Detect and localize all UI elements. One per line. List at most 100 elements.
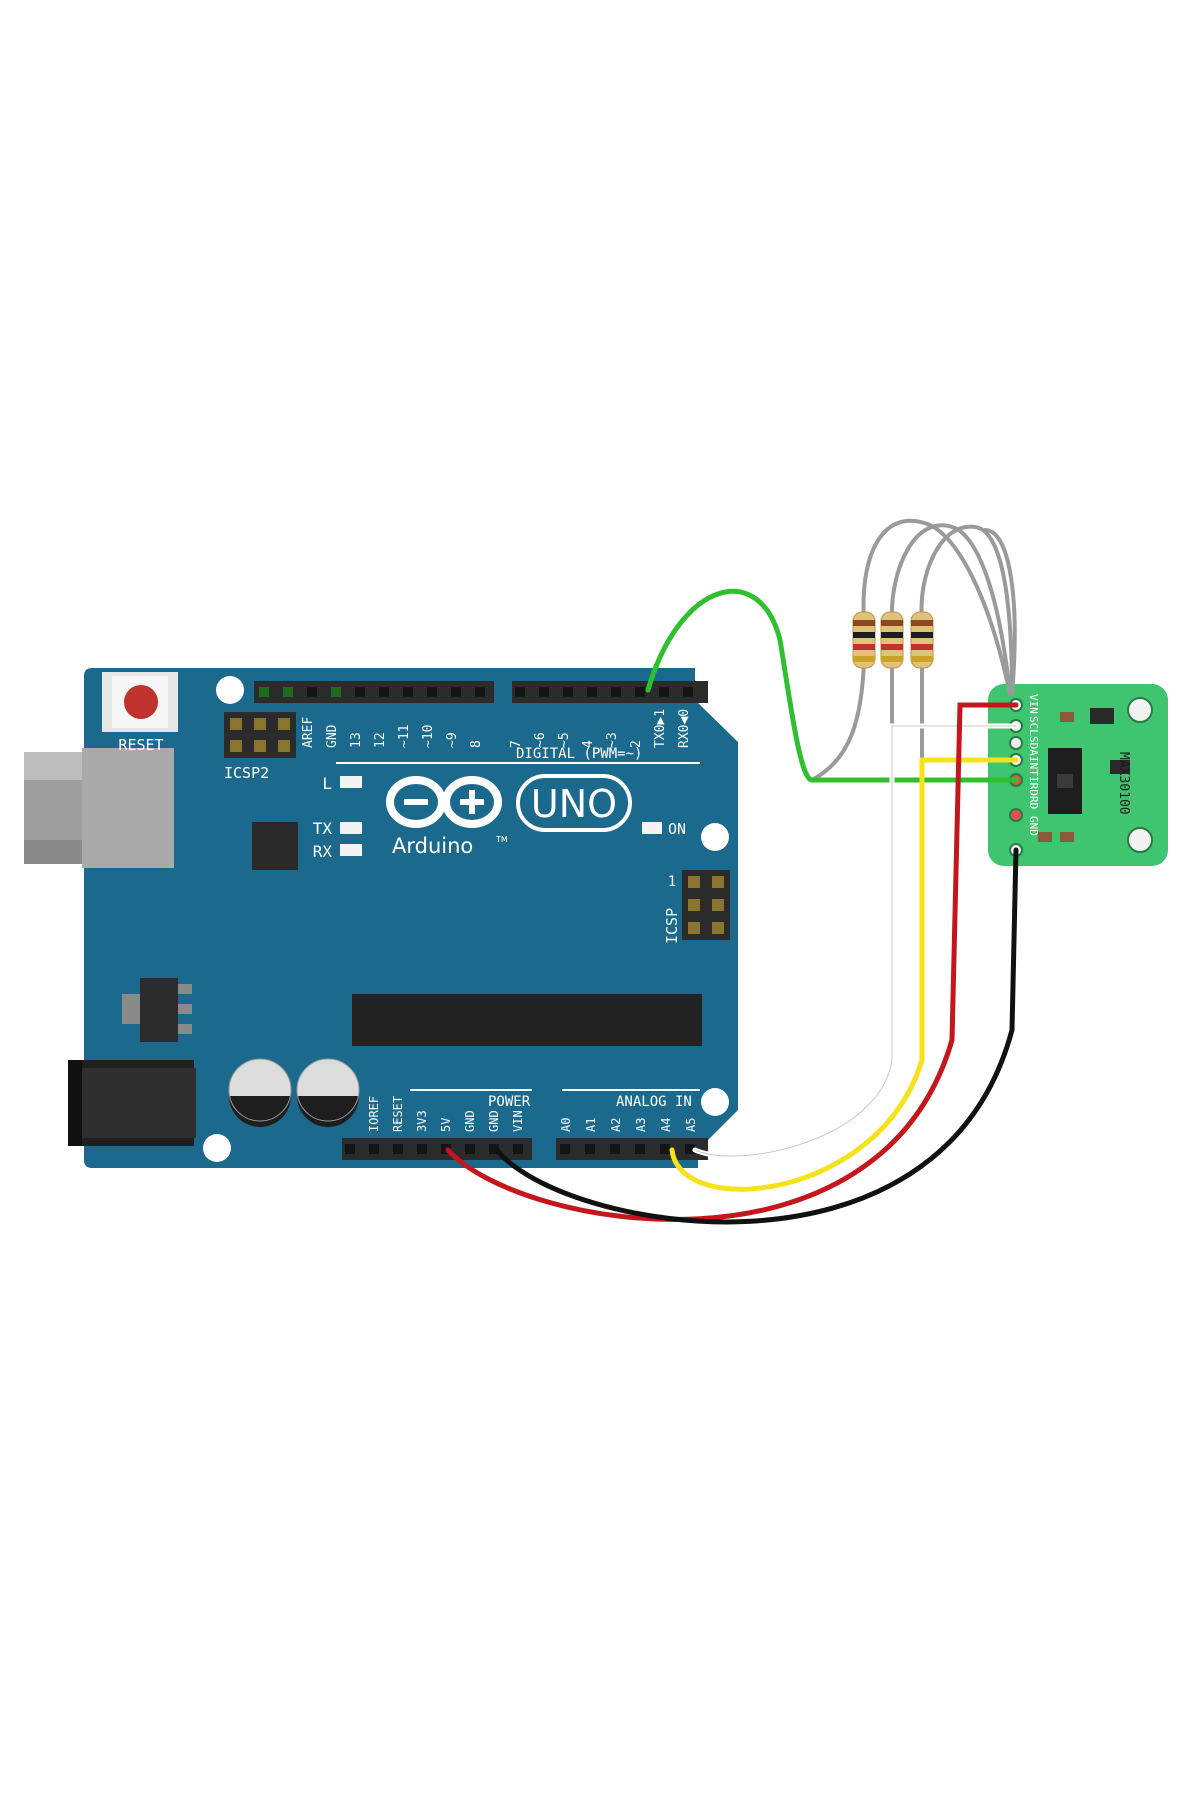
wire-gnd-to-gnd <box>494 847 1019 1225</box>
reset-button-cap[interactable] <box>124 685 158 719</box>
sensor-pin-pad <box>1009 808 1023 822</box>
icsp2-header <box>224 712 296 758</box>
header-pin-hole <box>465 1144 475 1154</box>
icsp2-label: ICSP2 <box>224 764 269 782</box>
header-pin-hole <box>685 1144 695 1154</box>
sensor-pin-label: RD <box>1027 796 1040 809</box>
wire-a5-to-scl-outline <box>694 725 1017 1157</box>
sensor-regulator-chip <box>1110 760 1130 774</box>
header-pin-hole <box>587 687 597 697</box>
usb-connector <box>24 748 174 868</box>
digital-pin-label: ~9 <box>445 732 460 748</box>
led-tx-label: TX <box>313 819 333 838</box>
dc-power-jack <box>68 1060 196 1146</box>
header-pin-hole <box>307 687 317 697</box>
digital-pin-label: ~3 <box>605 732 620 748</box>
header-pin-hole <box>393 1144 403 1154</box>
power-pin-label: 3V3 <box>415 1110 429 1132</box>
wire-a4-to-sda <box>669 757 1019 1192</box>
digital-pin-label: GND <box>325 724 340 748</box>
digital-title: DIGITAL (PWM=~) <box>516 746 642 762</box>
resistor <box>910 611 934 669</box>
resistor <box>852 611 876 669</box>
voltage-regulator <box>122 978 192 1042</box>
analog-pin-label: A2 <box>609 1118 623 1132</box>
sensor-pin-label: VIN <box>1027 694 1040 714</box>
sensor-pin-label: IRD <box>1027 776 1040 796</box>
header-pin-hole <box>345 1144 355 1154</box>
digital-pin-label: ~10 <box>421 725 436 748</box>
resistor-band <box>881 644 903 650</box>
capacitor <box>296 1058 360 1127</box>
sensor-smd-component <box>1038 832 1052 842</box>
resistor-band <box>881 620 903 626</box>
resistor <box>880 611 904 669</box>
power-pin-label: VIN <box>511 1110 525 1132</box>
capacitor <box>228 1058 292 1127</box>
resistor-band <box>881 632 903 638</box>
header-pin-hole <box>660 1144 670 1154</box>
header-pin-hole <box>427 687 437 697</box>
header-pin-hole <box>539 687 549 697</box>
icsp-pin1-label: 1 <box>668 874 676 890</box>
header-pin-hole <box>683 687 693 697</box>
mounting-hole <box>701 1088 729 1116</box>
header-pin-hole <box>560 1144 570 1154</box>
power-pin-label: RESET <box>391 1096 405 1132</box>
digital-pin-label: AREF <box>301 717 316 748</box>
led-l <box>340 776 362 788</box>
analog-pin-label: A4 <box>659 1118 673 1132</box>
sensor-pin-label: INT <box>1027 756 1040 776</box>
digital-pin-label: ~6 <box>533 732 548 748</box>
header-pin-hole <box>331 687 341 697</box>
atmega-microcontroller <box>352 994 702 1046</box>
mounting-hole <box>216 676 244 704</box>
arduino-logo: Arduino TM UNO <box>386 774 632 858</box>
sensor-pin-label: GND <box>1027 816 1040 836</box>
power-pin-label: 5V <box>439 1118 453 1132</box>
digital-pin-label: 2 <box>629 740 644 748</box>
led-l-label: L <box>322 774 332 793</box>
power-pin-label: GND <box>487 1110 501 1132</box>
sensor-smd-component <box>1060 832 1074 842</box>
icsp-label: ICSP <box>663 908 681 944</box>
header-pin-hole <box>283 687 293 697</box>
led-on-label: ON <box>668 820 686 838</box>
header-pin-hole <box>515 687 525 697</box>
power-pin-label: IOREF <box>367 1096 381 1132</box>
led-rx <box>340 844 362 856</box>
wire-5v-to-vin <box>445 702 1019 1222</box>
header-pin-hole <box>489 1144 499 1154</box>
resistor-band <box>853 620 875 626</box>
led-on <box>642 822 662 834</box>
wire-a5-to-scl <box>692 723 1019 1159</box>
header-pin-hole <box>585 1144 595 1154</box>
resistor-band <box>853 656 875 662</box>
power-pin-label: GND <box>463 1110 477 1132</box>
header-pin-hole <box>611 687 621 697</box>
reset-button[interactable] <box>102 672 178 732</box>
mounting-hole <box>1127 697 1153 723</box>
analog-pin-label: A3 <box>634 1118 648 1132</box>
header-pin-hole <box>563 687 573 697</box>
sensor-smd-component <box>1060 712 1074 722</box>
led-tx <box>340 822 362 834</box>
header-pin-hole <box>610 1144 620 1154</box>
resistor-band <box>911 656 933 662</box>
header-pin-hole <box>259 687 269 697</box>
resistor-band <box>911 632 933 638</box>
analog-pin-label: A0 <box>559 1118 573 1132</box>
digital-pin-label: RX0◀0 <box>677 709 692 748</box>
digital-pin-label: TX0▶1 <box>653 709 668 748</box>
resistor-band <box>911 620 933 626</box>
power-header <box>342 1138 532 1160</box>
resistor-band <box>881 656 903 662</box>
digital-pin-label: 13 <box>349 732 364 748</box>
brand-label: Arduino <box>392 834 473 858</box>
led-rx-label: RX <box>313 842 333 861</box>
power-title: POWER <box>488 1094 531 1110</box>
minus-icon <box>404 799 428 805</box>
sensor-pin-label: SDA <box>1027 736 1040 756</box>
header-pin-hole <box>369 1144 379 1154</box>
